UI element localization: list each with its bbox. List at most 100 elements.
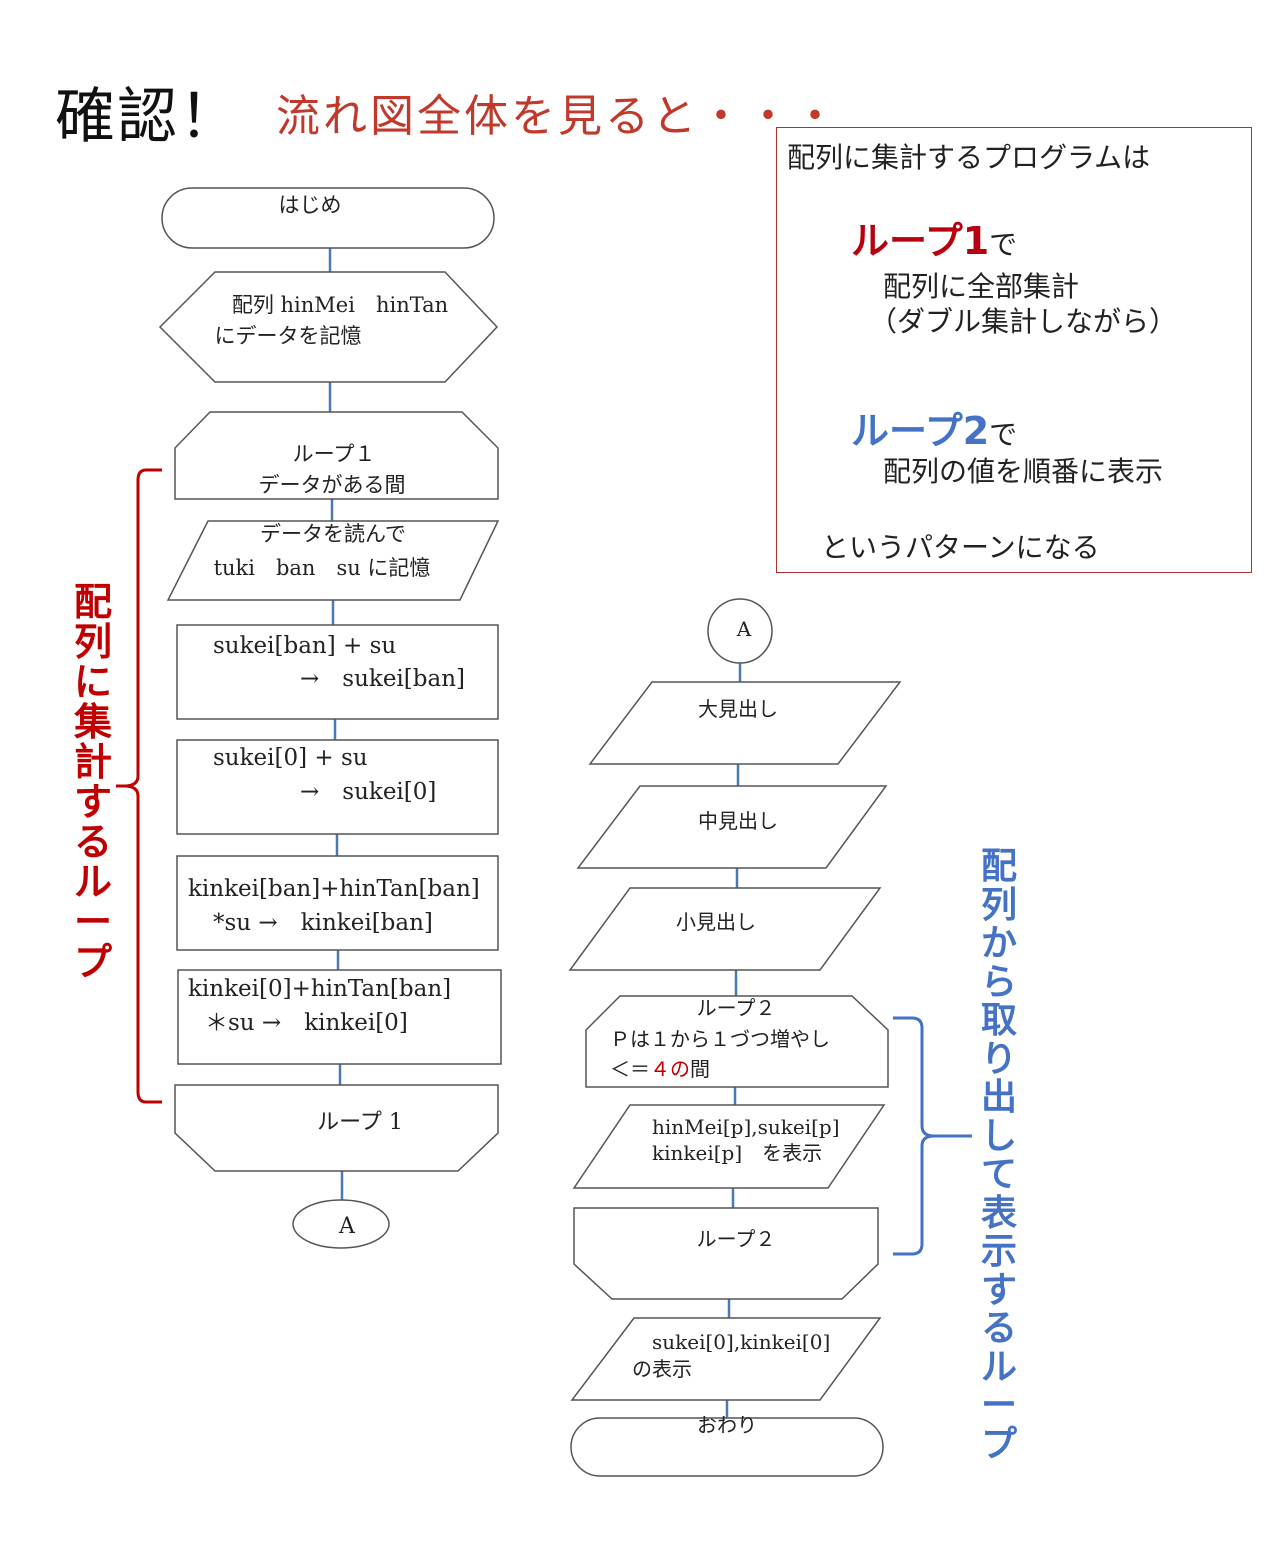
blue-label-char: ル bbox=[980, 1346, 1017, 1388]
blue-label-char: プ bbox=[980, 1423, 1017, 1465]
loop1-end-shape bbox=[174, 1084, 499, 1172]
blue-brace bbox=[893, 1016, 972, 1256]
red-label-char: 集 bbox=[73, 700, 112, 744]
proc3-line1: kinkei[ban]+hinTan[ban] bbox=[188, 876, 480, 902]
red-label-char: 配 bbox=[73, 580, 112, 624]
blue-label-char: 示 bbox=[980, 1231, 1017, 1272]
loop2-start-line3-c: 間 bbox=[690, 1057, 710, 1081]
blue-label-char: し bbox=[980, 1115, 1017, 1157]
out-small-label: 小見出し bbox=[676, 910, 756, 934]
prep-line2: にデータを記憶 bbox=[215, 324, 362, 348]
blue-label-char: 出 bbox=[980, 1077, 1017, 1118]
left-process-texts: sukei[ban] + su → sukei[ban] sukei[0] + … bbox=[188, 633, 480, 1036]
process4-box bbox=[177, 969, 502, 1065]
out-total-line1: sukei[0],kinkei[0] bbox=[652, 1330, 830, 1354]
summary-loop1-line1: 配列に全部集計 bbox=[883, 270, 1080, 303]
loop2-end-label: ループ２ bbox=[697, 1227, 776, 1251]
page-subtitle: 流れ図全体を見ると・・・ bbox=[276, 91, 840, 142]
end-terminal bbox=[570, 1417, 884, 1477]
left-connector-a bbox=[292, 1199, 390, 1249]
blue-label-char: か bbox=[980, 923, 1017, 964]
loop1-end-label: ループ 1 bbox=[317, 1110, 403, 1135]
blue-label-char: 列 bbox=[980, 884, 1017, 926]
blue-label-char: 表 bbox=[980, 1192, 1017, 1234]
blue-label-char: す bbox=[980, 1269, 1017, 1311]
output-data-parallelogram bbox=[572, 1104, 886, 1189]
red-label-char: 計 bbox=[73, 740, 112, 784]
loop2-start-line3-b: ４の bbox=[650, 1057, 690, 1081]
left-shapes bbox=[158, 187, 502, 1249]
summary-loop1-line2: （ダブル集計しながら） bbox=[869, 305, 1178, 338]
right-connector-a bbox=[707, 598, 773, 664]
proc2-line1: sukei[0] + su bbox=[213, 745, 368, 771]
process3-box bbox=[176, 855, 499, 951]
left-connector-label: A bbox=[338, 1214, 356, 1239]
proc4-line1: kinkei[0]+hinTan[ban] bbox=[188, 976, 451, 1002]
read-line1: データを読んで bbox=[260, 522, 406, 546]
output-medium-heading bbox=[576, 785, 888, 869]
summary-loop2-suffix: で bbox=[989, 418, 1018, 451]
red-label-char: す bbox=[73, 780, 112, 824]
summary-closing: というパターンになる bbox=[821, 531, 1100, 564]
red-label-char: に bbox=[73, 660, 112, 704]
right-shapes bbox=[568, 598, 902, 1477]
red-label-char: プ bbox=[73, 940, 112, 984]
loop2-end-shape bbox=[573, 1207, 879, 1300]
blue-label-char: ー bbox=[980, 1385, 1017, 1426]
prep-hexagon bbox=[158, 271, 499, 383]
start-label: はじめ bbox=[279, 193, 342, 217]
red-label-char: る bbox=[73, 820, 112, 864]
loop2-start-line1: ループ２ bbox=[697, 996, 776, 1020]
out-large-label: 大見出し bbox=[698, 697, 778, 721]
output-large-heading bbox=[588, 681, 902, 765]
left-connectors bbox=[328, 248, 344, 1200]
blue-loop-label: 配 列 か ら 取 り 出 し て 表 示 す る ル ー プ bbox=[978, 846, 1020, 1465]
summary-loop2: ループ2で bbox=[851, 400, 1017, 455]
end-label: おわり bbox=[697, 1413, 757, 1437]
blue-label-char: 取 bbox=[980, 1000, 1017, 1041]
blue-label-char: 配 bbox=[980, 846, 1017, 887]
summary-loop1-suffix: で bbox=[989, 228, 1018, 261]
red-label-char: ル bbox=[73, 860, 112, 904]
out-medium-label: 中見出し bbox=[698, 809, 778, 833]
out-data-line2: kinkei[p] を表示 bbox=[652, 1141, 822, 1165]
out-total-line2: の表示 bbox=[632, 1357, 692, 1381]
loop2-start-line2: Ｐは１から１づつ増やし bbox=[610, 1027, 830, 1051]
summary-loop1: ループ1で bbox=[851, 210, 1017, 265]
loop2-start-line3-a: ＜＝ bbox=[610, 1057, 650, 1081]
left-tail-texts: ループ 1 A bbox=[317, 1110, 403, 1239]
process2-box bbox=[176, 739, 499, 835]
red-label-char: ー bbox=[73, 900, 112, 944]
read-line2: tuki ban su に記憶 bbox=[214, 556, 431, 580]
blue-label-char: て bbox=[980, 1154, 1017, 1195]
right-connectors bbox=[725, 662, 742, 1418]
red-loop-label: 配 列 に 集 計 す る ル ー プ bbox=[72, 582, 114, 982]
loop2-start-shape bbox=[585, 995, 889, 1088]
blue-label-char: る bbox=[980, 1308, 1017, 1349]
summary-lead: 配列に集計するプログラムは bbox=[787, 141, 1151, 174]
page-title: 確認！ bbox=[55, 82, 241, 152]
loop1-start-shape bbox=[174, 411, 499, 500]
left-texts: はじめ 配列 hinMei hinTan にデータを記憶 ループ１ データがある… bbox=[214, 193, 449, 580]
proc4-line2: ＊su → kinkei[0] bbox=[205, 1010, 408, 1036]
right-connector-label: A bbox=[736, 617, 752, 641]
proc2-line2: → sukei[0] bbox=[300, 779, 436, 805]
proc3-line2: *su → kinkei[ban] bbox=[213, 910, 433, 936]
loop2-start-line3: ＜＝４の間 bbox=[610, 1057, 710, 1081]
blue-label-char: ら bbox=[980, 961, 1017, 1003]
output-total-parallelogram bbox=[570, 1317, 882, 1401]
proc1-line1: sukei[ban] + su bbox=[213, 633, 396, 659]
out-data-line1: hinMei[p],sukei[p] bbox=[652, 1115, 840, 1139]
summary-loop1-label: ループ1 bbox=[851, 219, 990, 263]
start-terminal bbox=[161, 187, 495, 249]
summary-loop2-line1: 配列の値を順番に表示 bbox=[883, 455, 1164, 488]
right-left-aligned-texts: Ｐは１から１づつ増やし ＜＝４の間 hinMei[p],sukei[p] kin… bbox=[610, 1027, 840, 1381]
summary-box: 配列に集計するプログラムは ループ1で 配列に全部集計 （ダブル集計しながら） … bbox=[776, 127, 1252, 573]
red-brace bbox=[116, 468, 162, 1104]
red-label-char: 列 bbox=[73, 620, 112, 664]
blue-label-char: り bbox=[980, 1038, 1017, 1080]
process1-box bbox=[176, 624, 499, 720]
read-parallelogram bbox=[166, 520, 500, 601]
output-small-heading bbox=[568, 887, 882, 971]
